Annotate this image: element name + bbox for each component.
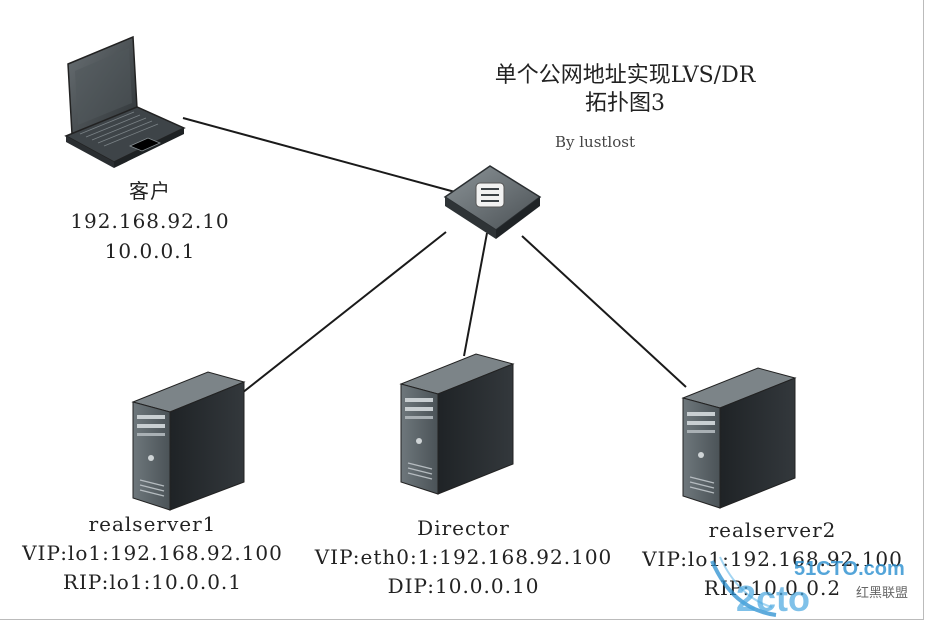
link-client-switch [182,117,456,193]
link-switch-realserver1 [241,231,447,394]
author-credit: By lustlost [554,133,635,151]
realserver2-name: realserver2 [708,518,837,542]
realserver1-vip: VIP:lo1:192.168.92.100 [22,541,283,565]
realserver2-vip: VIP:lo1:192.168.92.100 [642,547,903,571]
watermark-brand-text: 2cto [736,578,810,619]
title-line-1: 单个公网地址实现LVS/DR [494,63,756,88]
director-label-block: Director VIP:eth0:1:192.168.92.100 DIP:1… [296,514,631,601]
realserver2-label-block: realserver2 VIP:lo1:192.168.92.100 RIP:1… [620,516,925,603]
server-icon-director [399,353,515,495]
server-icon-realserver2 [681,367,797,509]
link-switch-director [463,232,488,357]
director-dip: DIP:10.0.0.10 [387,574,540,598]
realserver1-label-block: realserver1 VIP:lo1:192.168.92.100 RIP:l… [0,510,305,597]
server-icon-realserver1 [131,371,246,511]
realserver1-name: realserver1 [88,512,217,536]
switch-icon [443,165,542,239]
watermark-swoosh-icon [710,560,777,617]
diagram-title: 单个公网地址实现LVS/DR 拓扑图3 [455,62,795,118]
link-switch-realserver2 [521,235,687,388]
watermark-logo: 51CTO.com 2cto 红黑联盟 [710,556,908,619]
director-vip: VIP:eth0:1:192.168.92.100 [314,545,613,569]
director-name: Director [417,516,510,540]
title-line-2: 拓扑图3 [585,91,665,116]
watermark-tag-text: 红黑联盟 [856,585,908,601]
client-ip-1: 192.168.92.10 [70,209,230,233]
connection-lines [182,117,687,394]
client-ip-2: 10.0.0.1 [104,239,196,263]
client-label-block: 客户 192.168.92.10 10.0.0.1 [40,176,260,266]
realserver1-rip: RIP:lo1:10.0.0.1 [62,570,243,594]
watermark-site-text: 51CTO.com [794,558,905,580]
laptop-icon [64,35,186,168]
client-name: 客户 [129,179,171,203]
